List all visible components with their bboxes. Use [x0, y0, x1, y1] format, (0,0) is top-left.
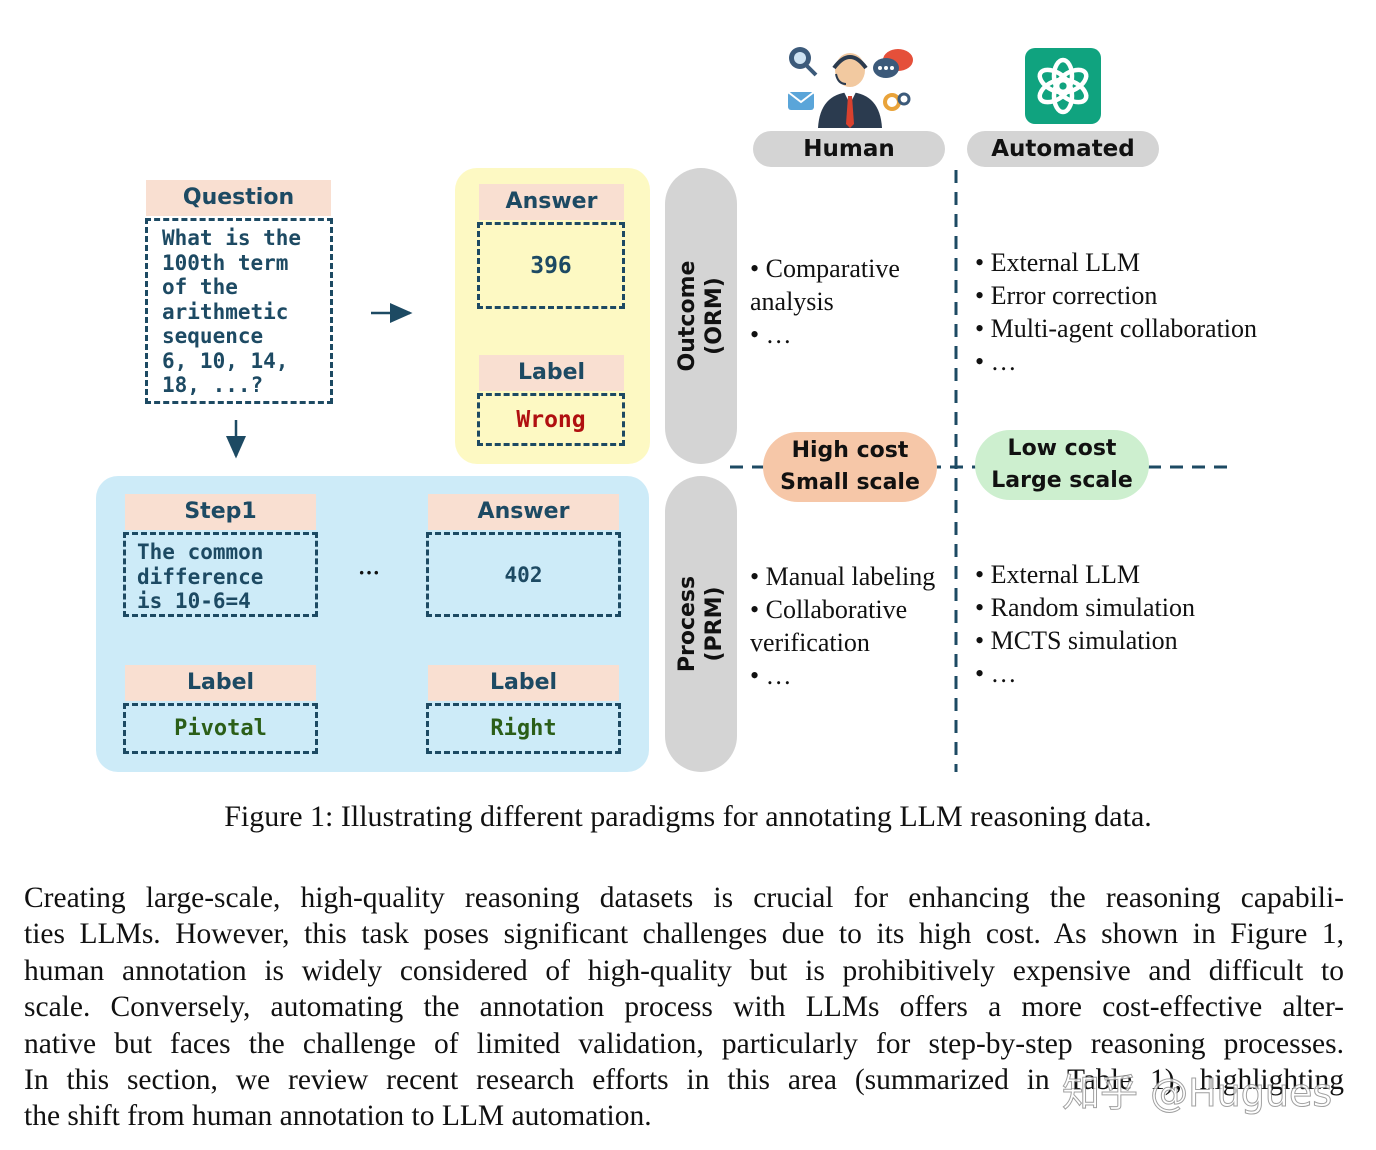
openai-logo-icon	[1025, 48, 1101, 124]
outcome-label-line2: (ORM)	[702, 277, 727, 355]
orm-label-header: Label	[479, 355, 624, 391]
human-orm-bullets: • Comparative analysis • …	[750, 252, 900, 351]
question-box: What is the 100th term of the arithmetic…	[145, 218, 333, 404]
prm-label-header-1: Label	[125, 665, 316, 701]
step-line: The common	[137, 540, 264, 564]
orm-answer-box: 396	[477, 222, 625, 309]
paragraph-line: native but faces the challenge of limite…	[24, 1027, 1344, 1060]
bullet-item: • Comparative	[750, 254, 900, 283]
prm-label-header-2: Label	[428, 665, 619, 701]
low-cost-bubble: Low cost Large scale	[975, 430, 1149, 500]
orm-answer-value: 396	[530, 252, 572, 279]
high-cost-line2: Small scale	[780, 470, 920, 495]
prm-label-box-1: Pivotal	[123, 703, 318, 754]
bullet-item: • Random simulation	[975, 593, 1195, 622]
paragraph-line: In this section, we review recent resear…	[24, 1064, 1344, 1097]
bullet-item: • External LLM	[975, 248, 1141, 277]
bullet-item: verification	[750, 628, 870, 657]
question-line: What is the	[162, 226, 302, 250]
prm-label-value-2: Right	[490, 716, 557, 741]
prm-step-header: Step1	[125, 494, 316, 530]
bullet-item: • …	[975, 347, 1017, 376]
process-label-line2: (PRM)	[702, 586, 727, 662]
bullet-item: • Collaborative	[750, 595, 908, 624]
paragraph-line: human annotation is widely considered of…	[24, 954, 1344, 987]
orm-label-value: Wrong	[516, 406, 586, 433]
bullet-item: • …	[750, 661, 792, 690]
question-line: arithmetic	[162, 299, 289, 324]
prm-answer-header: Answer	[428, 494, 619, 530]
high-cost-line1: High cost	[791, 438, 909, 463]
automated-prm-bullets: • External LLM • Random simulation • MCT…	[975, 558, 1195, 690]
watermark: 知乎 @Hugues	[1061, 1071, 1333, 1116]
prm-answer-value: 402	[504, 562, 543, 587]
low-cost-line1: Low cost	[1007, 436, 1117, 461]
prm-answer-box: 402	[426, 532, 621, 617]
question-line: sequence	[162, 324, 264, 348]
bullet-item: • Error correction	[975, 281, 1158, 310]
bullet-item: • Manual labeling	[750, 562, 936, 591]
question-line: 100th term	[162, 250, 289, 275]
question-line: 6, 10, 14,	[162, 348, 289, 373]
paragraph-line: scale. Conversely, automating the annota…	[24, 991, 1344, 1024]
outcome-pill: Outcome (ORM)	[665, 168, 737, 464]
step-line: difference	[137, 564, 264, 589]
human-prm-bullets: • Manual labeling • Collaborative verifi…	[750, 560, 935, 692]
prm-label-value-1: Pivotal	[174, 716, 267, 741]
bullet-item: • External LLM	[975, 560, 1141, 589]
low-cost-line2: Large scale	[991, 468, 1133, 493]
paragraph-last-line: the shift from human annotation to LLM a…	[24, 1100, 652, 1133]
outcome-label: Outcome (ORM)	[674, 206, 728, 426]
orm-label-box: Wrong	[477, 393, 625, 446]
human-column-header: Human	[753, 131, 945, 167]
question-line: 18, ...?	[162, 373, 264, 397]
bullet-item: analysis	[750, 287, 834, 316]
bullet-item: • MCTS simulation	[975, 626, 1178, 655]
prm-step-box: The common difference is 10-6=4	[123, 532, 318, 617]
prm-label-box-2: Right	[426, 703, 621, 754]
automated-column-header: Automated	[967, 131, 1159, 167]
body-paragraph: Creating large-scale, high-quality reaso…	[24, 880, 1344, 1135]
process-label: Process (PRM)	[674, 514, 728, 734]
bullet-item: • …	[975, 659, 1017, 688]
figure-caption: Figure 1: Illustrating different paradig…	[224, 800, 1152, 833]
paragraph-line: ties LLMs. However, this task poses sign…	[24, 918, 1344, 951]
customer-service-agent-icon	[787, 47, 913, 128]
outcome-label-line1: Outcome	[675, 260, 700, 372]
bullet-item: • Multi-agent collaboration	[975, 314, 1258, 343]
process-pill: Process (PRM)	[665, 476, 737, 772]
question-line: of the	[162, 275, 238, 299]
high-cost-bubble: High cost Small scale	[763, 432, 937, 502]
step-line: is 10-6=4	[137, 589, 251, 613]
question-header: Question	[146, 180, 331, 216]
step-ellipsis: ···	[357, 560, 380, 585]
bullet-item: • …	[750, 320, 792, 349]
orm-answer-header: Answer	[479, 184, 624, 220]
automated-orm-bullets: • External LLM • Error correction • Mult…	[975, 246, 1257, 378]
process-label-line1: Process	[675, 575, 700, 673]
paragraph-line: Creating large-scale, high-quality reaso…	[24, 882, 1344, 914]
